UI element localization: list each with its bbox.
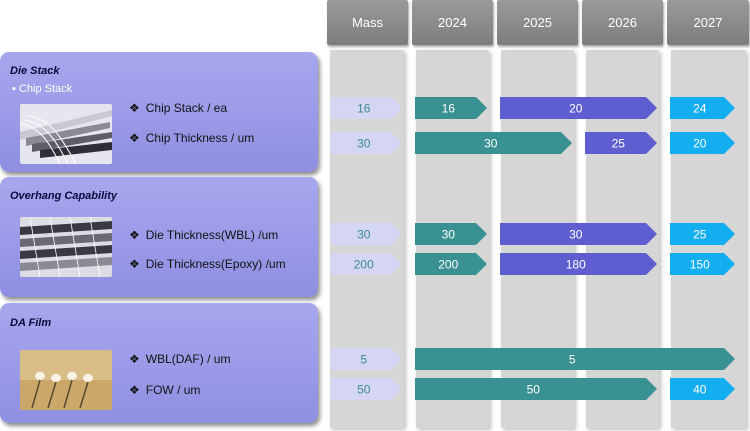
roadmap-bar-value: 50 xyxy=(527,383,541,397)
roadmap-arrow-bar xyxy=(331,223,402,245)
roadmap-arrow-bar xyxy=(670,378,735,400)
roadmap-bar-value: 30 xyxy=(569,228,583,242)
overhang-die-photo xyxy=(20,217,112,277)
panel-subtitle: ▪ Chip Stack xyxy=(12,83,73,95)
panel-title: DA Film xyxy=(10,317,52,329)
roadmap-bar-value: 16 xyxy=(357,102,371,116)
panel-title: Overhang Capability xyxy=(10,190,117,202)
roadmap-bar-value: 16 xyxy=(442,102,456,116)
roadmap-bar-value: 40 xyxy=(693,383,707,397)
roadmap-arrow-bar xyxy=(670,132,735,154)
roadmap-arrow-bar xyxy=(331,378,402,400)
roadmap-arrow-bar xyxy=(331,97,402,119)
panel-overhang-capability: Overhang Capability ❖Die Thickness(WBL) … xyxy=(0,177,318,297)
roadmap-arrow-bar xyxy=(331,253,402,275)
diamond-bullet-icon: ❖ xyxy=(129,101,140,115)
roadmap-bar-value: 200 xyxy=(438,258,458,272)
diamond-bullet-icon: ❖ xyxy=(129,352,140,366)
row-label-wbl-daf: ❖WBL(DAF) / um xyxy=(129,352,231,366)
roadmap-bar-value: 5 xyxy=(360,353,367,367)
diamond-bullet-icon: ❖ xyxy=(129,228,140,242)
panel-die-stack: Die Stack ▪ Chip Stack ❖Chip Stack / ea … xyxy=(0,52,318,172)
roadmap-arrow-bar xyxy=(500,223,657,245)
roadmap-arrow-bar xyxy=(500,253,657,275)
panel-da-film: DA Film ❖WBL(DAF) / um ❖FOW / um xyxy=(0,303,318,423)
roadmap-bar-value: 30 xyxy=(484,137,498,151)
roadmap-bar-value: 50 xyxy=(357,383,371,397)
roadmap-arrow-bar xyxy=(670,253,735,275)
roadmap-arrow-bar xyxy=(585,132,657,154)
row-label-fow: ❖FOW / um xyxy=(129,383,201,397)
bullet-icon: ▪ xyxy=(12,83,19,95)
roadmap-bar-value: 5 xyxy=(569,353,576,367)
roadmap-arrow-bar xyxy=(415,97,487,119)
roadmap-bar-value: 30 xyxy=(442,228,456,242)
roadmap-bar-value: 24 xyxy=(693,102,707,116)
roadmap-arrow-bar xyxy=(415,348,735,370)
row-label-chip-thickness: ❖Chip Thickness / um xyxy=(129,131,255,145)
roadmap-arrow-bar xyxy=(500,97,657,119)
roadmap-arrow-bar xyxy=(331,348,402,370)
column-header-2024: 2024 xyxy=(412,0,493,45)
column-header-2025: 2025 xyxy=(497,0,578,45)
roadmap-arrow-bar xyxy=(415,132,572,154)
da-film-photo xyxy=(20,350,112,410)
row-label-chip-stack: ❖Chip Stack / ea xyxy=(129,101,228,115)
column-header-2026: 2026 xyxy=(582,0,663,45)
roadmap-bar-value: 180 xyxy=(566,258,586,272)
roadmap-arrow-bar xyxy=(415,223,487,245)
roadmap-bar-value: 20 xyxy=(693,137,707,151)
diamond-bullet-icon: ❖ xyxy=(129,383,140,397)
chip-stack-photo xyxy=(20,104,112,164)
roadmap-bar-value: 200 xyxy=(354,258,374,272)
roadmap-bar-value: 30 xyxy=(357,137,371,151)
roadmap-bar-value: 25 xyxy=(612,137,626,151)
column-header-2027: 2027 xyxy=(667,0,749,45)
roadmap-arrow-bar xyxy=(415,253,487,275)
roadmap-arrow-bar xyxy=(415,378,657,400)
row-label-die-thickness-epoxy: ❖Die Thickness(Epoxy) /um xyxy=(129,257,286,271)
column-header-mass: Mass xyxy=(327,0,408,45)
diamond-bullet-icon: ❖ xyxy=(129,257,140,271)
roadmap-arrow-bar xyxy=(331,132,402,154)
roadmap-bar-value: 150 xyxy=(690,258,710,272)
diamond-bullet-icon: ❖ xyxy=(129,131,140,145)
roadmap-arrow-bar xyxy=(670,223,735,245)
roadmap-bar-value: 20 xyxy=(569,102,583,116)
panel-title: Die Stack xyxy=(10,65,60,77)
roadmap-bar-value: 30 xyxy=(357,228,371,242)
row-label-die-thickness-wbl: ❖Die Thickness(WBL) /um xyxy=(129,228,279,242)
roadmap-bar-value: 25 xyxy=(693,228,707,242)
roadmap-arrow-bar xyxy=(670,97,735,119)
